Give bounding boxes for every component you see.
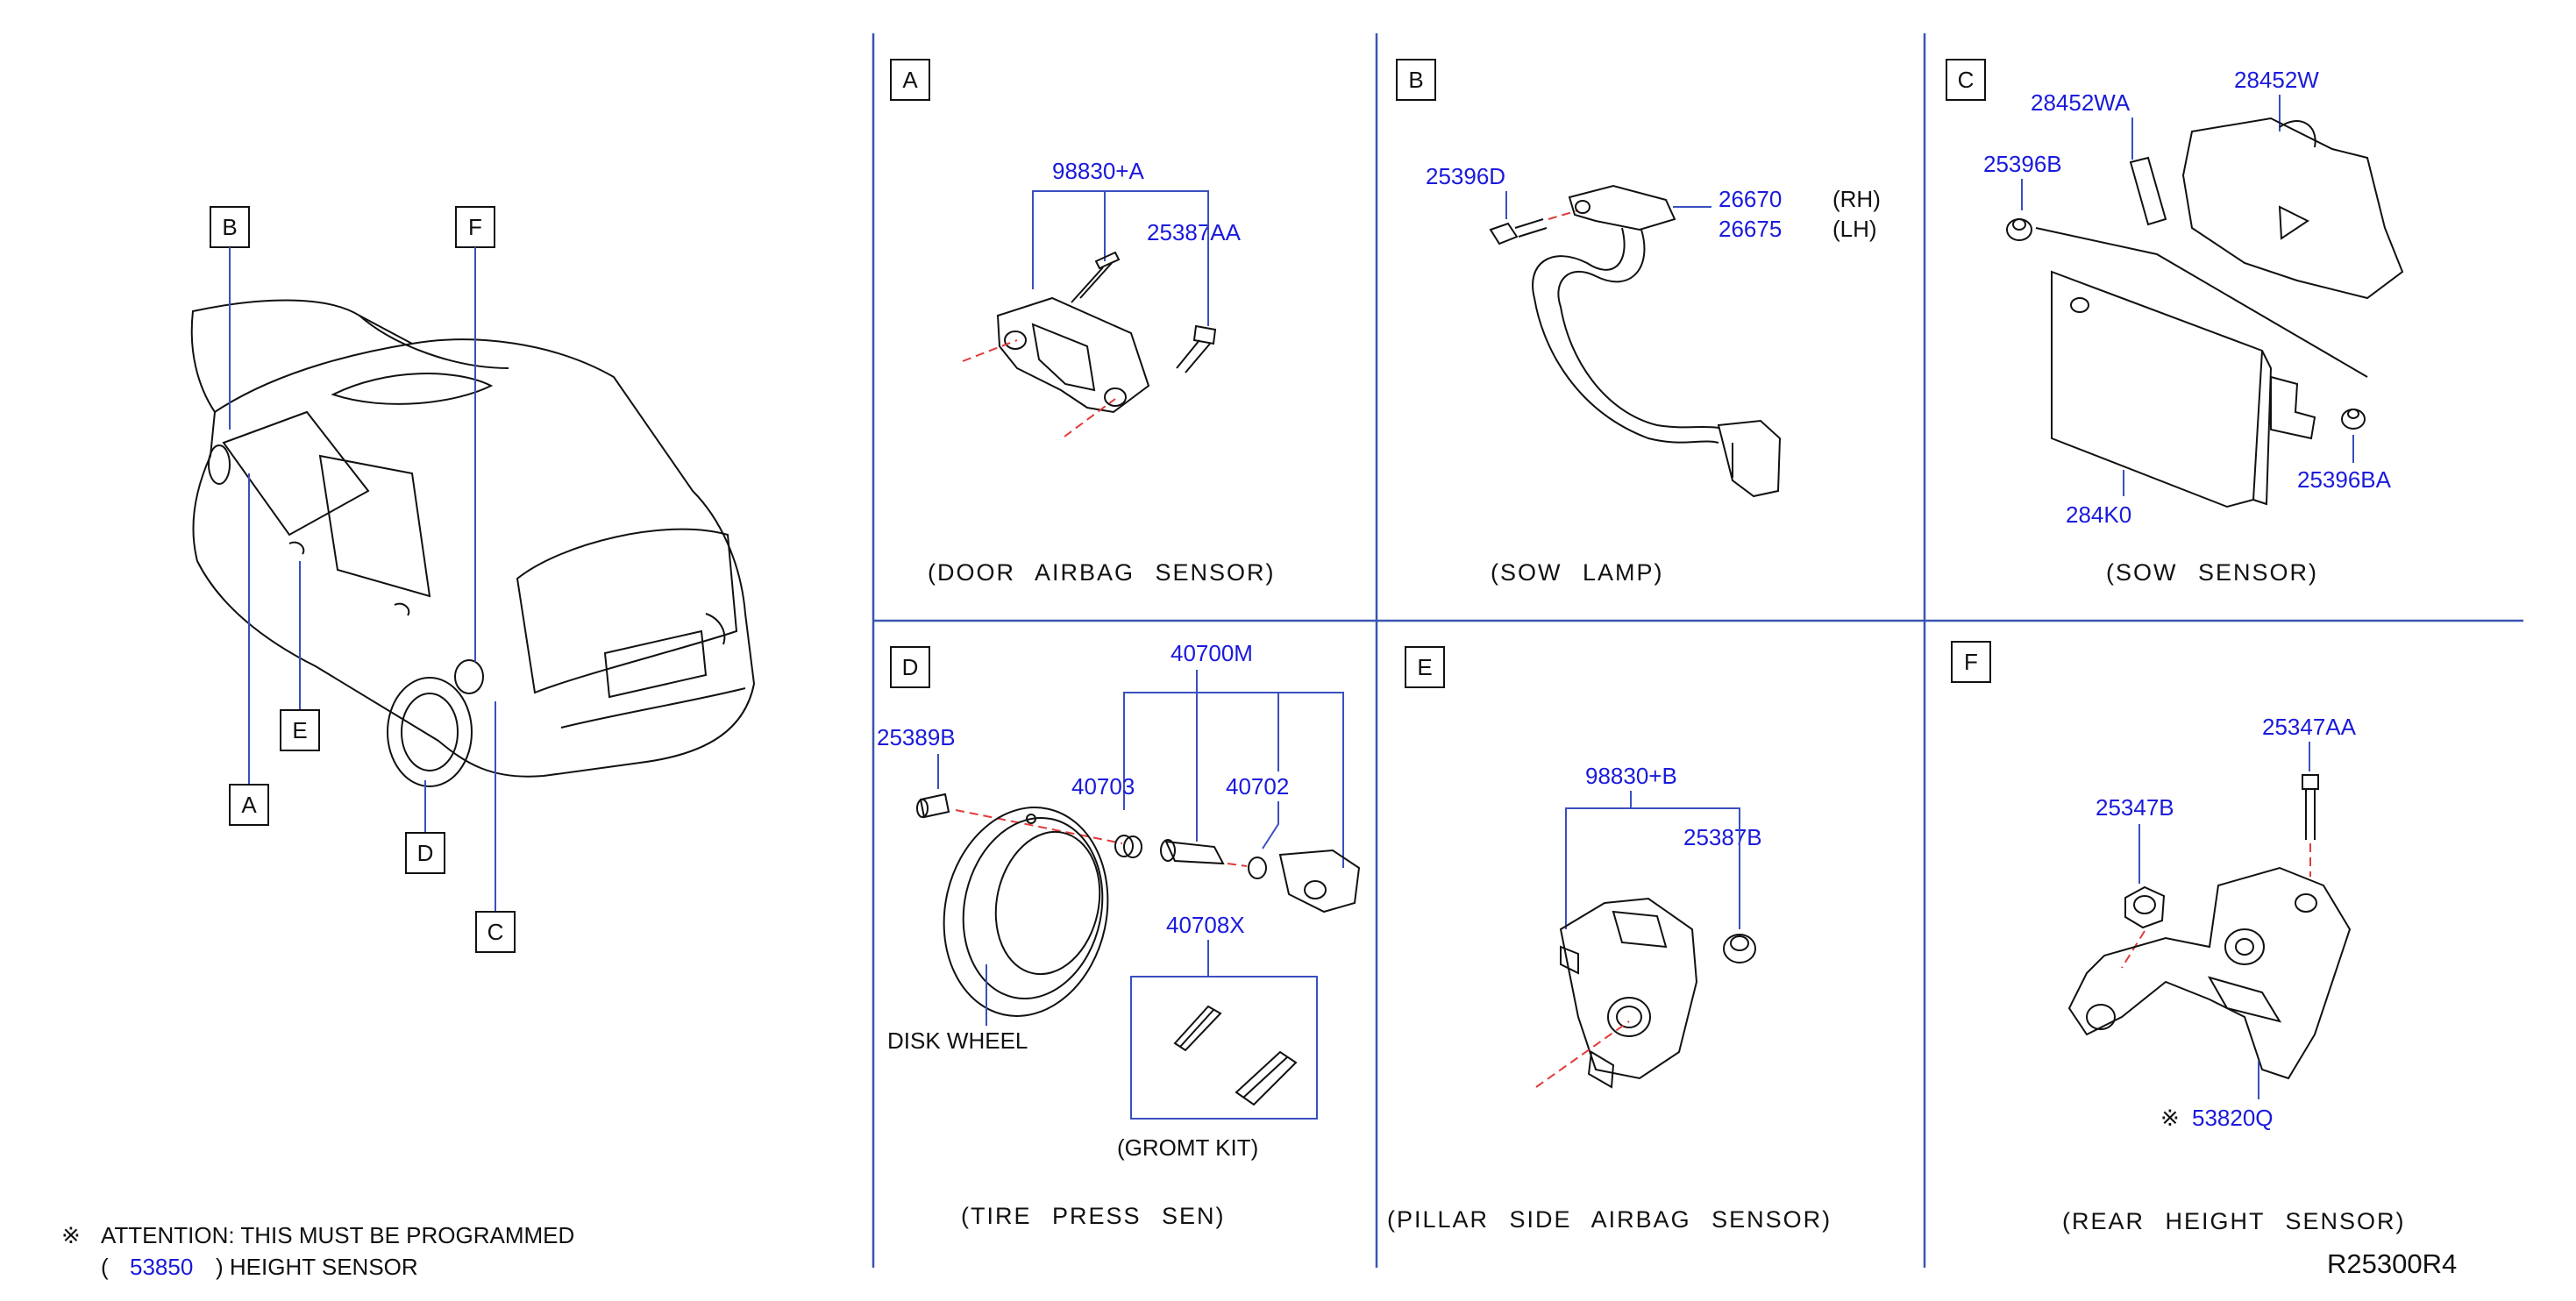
panel-e-caption: (PILLAR SIDE AIRBAG SENSOR) bbox=[1387, 1206, 1832, 1233]
panel-a-door-airbag-sensor: A 98830+A 25387AA (DOOR AIRBAG SENSOR) bbox=[890, 59, 1276, 586]
part-number-284k0: 284K0 bbox=[2066, 501, 2131, 528]
panel-b-tag: B bbox=[1408, 67, 1423, 93]
panel-c-tag: C bbox=[1958, 67, 1975, 93]
sow-lamp-drawing bbox=[1489, 184, 1782, 498]
attention-line-tail: ) HEIGHT SENSOR bbox=[216, 1254, 418, 1280]
part-number-40708x: 40708X bbox=[1166, 912, 1245, 938]
panel-dividers bbox=[872, 33, 2523, 1268]
part-number-25387b: 25387B bbox=[1683, 824, 1762, 850]
part-number-26670: 26670 bbox=[1719, 186, 1782, 212]
drawing-number: R25300R4 bbox=[2327, 1248, 2457, 1279]
attention-line: ATTENTION: THIS MUST BE PROGRAMMED bbox=[101, 1222, 574, 1248]
part-number-25396d: 25396D bbox=[1426, 163, 1505, 189]
panel-c-sow-sensor: C 28452WA 28452W 25396B 284K0 25396BA (S… bbox=[1946, 59, 2404, 586]
rear-height-sensor-drawing bbox=[2067, 774, 2352, 1099]
sow-sensor-drawing bbox=[2006, 117, 2404, 508]
part-number-25396b: 25396B bbox=[1983, 151, 2062, 177]
disk-wheel-label: DISK WHEEL bbox=[887, 1027, 1028, 1054]
part-number-98830b: 98830+B bbox=[1585, 763, 1677, 789]
panel-b-caption: (SOW LAMP) bbox=[1491, 559, 1664, 586]
panel-c-caption: (SOW SENSOR) bbox=[2106, 559, 2318, 586]
part-number-40702: 40702 bbox=[1226, 773, 1289, 800]
svg-text:D: D bbox=[417, 840, 434, 866]
part-number-28452wa: 28452WA bbox=[2031, 89, 2131, 116]
panel-a-caption: (DOOR AIRBAG SENSOR) bbox=[928, 559, 1276, 586]
attention-part-number: 53850 bbox=[130, 1254, 193, 1280]
gromt-kit-label: (GROMT KIT) bbox=[1117, 1134, 1258, 1161]
panel-e-pillar-side-airbag-sensor: E 98830+B 25387B (PILLAR SIDE AIRBAG SEN… bbox=[1387, 646, 1832, 1233]
vehicle-callout-b: B bbox=[210, 206, 250, 430]
panel-d-caption: (TIRE PRESS SEN) bbox=[961, 1203, 1226, 1229]
vehicle-callout-c: C bbox=[475, 701, 516, 953]
panel-a-tag: A bbox=[902, 67, 918, 93]
gromt-kit-box bbox=[1130, 976, 1318, 1120]
vehicle-overview: B F E A D C bbox=[190, 206, 756, 953]
door-airbag-sensor-drawing bbox=[962, 251, 1217, 437]
panel-f-caption: (REAR HEIGHT SENSOR) bbox=[2062, 1208, 2406, 1234]
vehicle-callout-f: F bbox=[455, 206, 495, 662]
part-number-98830a: 98830+A bbox=[1052, 158, 1144, 184]
vehicle-callout-d: D bbox=[405, 780, 445, 874]
tire-pressure-sensor-drawing bbox=[916, 793, 1361, 1026]
vehicle-callout-e: E bbox=[280, 561, 320, 751]
side-rh: (RH) bbox=[1832, 186, 1881, 212]
panel-f-tag: F bbox=[1964, 649, 1978, 675]
attention-mark: ※ bbox=[61, 1222, 81, 1248]
part-number-28452w: 28452W bbox=[2234, 67, 2319, 93]
vehicle-callout-a: A bbox=[229, 473, 269, 826]
svg-text:C: C bbox=[487, 919, 504, 945]
panel-b-sow-lamp: B 25396D 26670 26675 (RH) (LH) (SOW LAMP… bbox=[1396, 59, 1881, 586]
pillar-airbag-sensor-drawing bbox=[1535, 897, 1756, 1089]
svg-text:F: F bbox=[468, 214, 482, 240]
svg-text:E: E bbox=[292, 717, 307, 743]
panel-e-tag: E bbox=[1417, 654, 1432, 680]
panel-f-rear-height-sensor: F 25347AA 25347B ※ 53820Q (REAR HEIGHT S… bbox=[1951, 641, 2406, 1234]
svg-text:A: A bbox=[241, 792, 257, 818]
svg-text:B: B bbox=[222, 214, 237, 240]
panel-d-tag: D bbox=[902, 654, 919, 680]
part-number-40700m: 40700M bbox=[1171, 640, 1253, 666]
part-number-40703: 40703 bbox=[1071, 773, 1135, 800]
part-number-25396ba: 25396BA bbox=[2297, 466, 2392, 493]
attention-paren-open: ( bbox=[101, 1254, 109, 1280]
part-number-25387aa: 25387AA bbox=[1147, 219, 1242, 245]
panel-d-tire-press-sen: D 40700M 25389B 40703 40702 bbox=[877, 640, 1361, 1229]
part-number-25347aa: 25347AA bbox=[2262, 714, 2357, 740]
part-number-26675: 26675 bbox=[1719, 216, 1782, 242]
vehicle-outline bbox=[190, 299, 756, 787]
attention-note: ※ ATTENTION: THIS MUST BE PROGRAMMED ( 5… bbox=[61, 1222, 574, 1280]
part-number-53820q: 53820Q bbox=[2192, 1105, 2274, 1131]
part-number-25347b: 25347B bbox=[2096, 794, 2174, 821]
part-number-25389b: 25389B bbox=[877, 724, 956, 750]
programmed-mark: ※ bbox=[2160, 1105, 2180, 1131]
side-lh: (LH) bbox=[1832, 216, 1877, 242]
